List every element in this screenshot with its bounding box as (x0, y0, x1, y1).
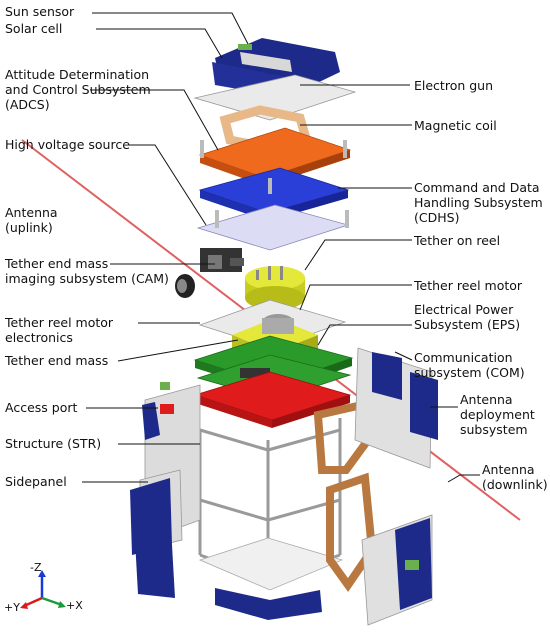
label-antenna-deployment: Antenna deployment subsystem (460, 392, 535, 437)
axis-x-label: +X (66, 599, 83, 612)
label-cdhs: Command and Data Handling Subsystem (CDH… (414, 180, 543, 225)
label-reel-motor-electronics: Tether reel motor electronics (5, 315, 114, 345)
label-structure: Structure (STR) (5, 436, 102, 451)
standoffs (200, 140, 349, 228)
label-tether-reel-motor: Tether reel motor (414, 278, 523, 293)
antenna-coil-right (313, 400, 373, 474)
left-sidepanel (130, 382, 201, 598)
bottom-solar (215, 588, 322, 620)
label-access-port: Access port (5, 400, 78, 415)
axis-y-label: +Y (4, 601, 20, 614)
label-com: Communication subsystem (COM) (414, 350, 525, 380)
camera-lens (175, 274, 195, 298)
label-cam: Tether end mass imaging subsystem (CAM) (5, 256, 169, 286)
right-sidepanel (354, 347, 438, 469)
antenna-coil-bottom (326, 472, 377, 592)
label-eps: Electrical Power Subsystem (EPS) (414, 302, 521, 332)
cam-module (200, 248, 244, 272)
label-adcs: Attitude Determination and Control Subsy… (5, 67, 151, 112)
label-tether-end-mass: Tether end mass (5, 353, 109, 368)
label-antenna-downlink: Antenna (downlink) (482, 462, 548, 492)
axis-y-line (23, 596, 43, 608)
label-high-voltage: High voltage source (5, 137, 130, 152)
bottom-right-panel (361, 514, 433, 626)
label-magnetic-coil: Magnetic coil (414, 118, 497, 133)
high-voltage-plate (196, 204, 350, 251)
bottom-plate (198, 537, 344, 591)
axis-triad (20, 570, 66, 609)
access-port (160, 404, 174, 414)
axis-z-label: -Z (30, 561, 42, 574)
label-sun-sensor: Sun sensor (5, 4, 75, 19)
label-tether-on-reel: Tether on reel (414, 233, 501, 248)
label-sidepanel: Sidepanel (5, 474, 67, 489)
leader-lines (82, 12, 480, 483)
label-electron-gun: Electron gun (414, 78, 494, 93)
label-antenna-uplink: Antenna (uplink) (5, 205, 58, 235)
label-solar-cell: Solar cell (5, 21, 63, 36)
axis-x-line (41, 596, 63, 607)
